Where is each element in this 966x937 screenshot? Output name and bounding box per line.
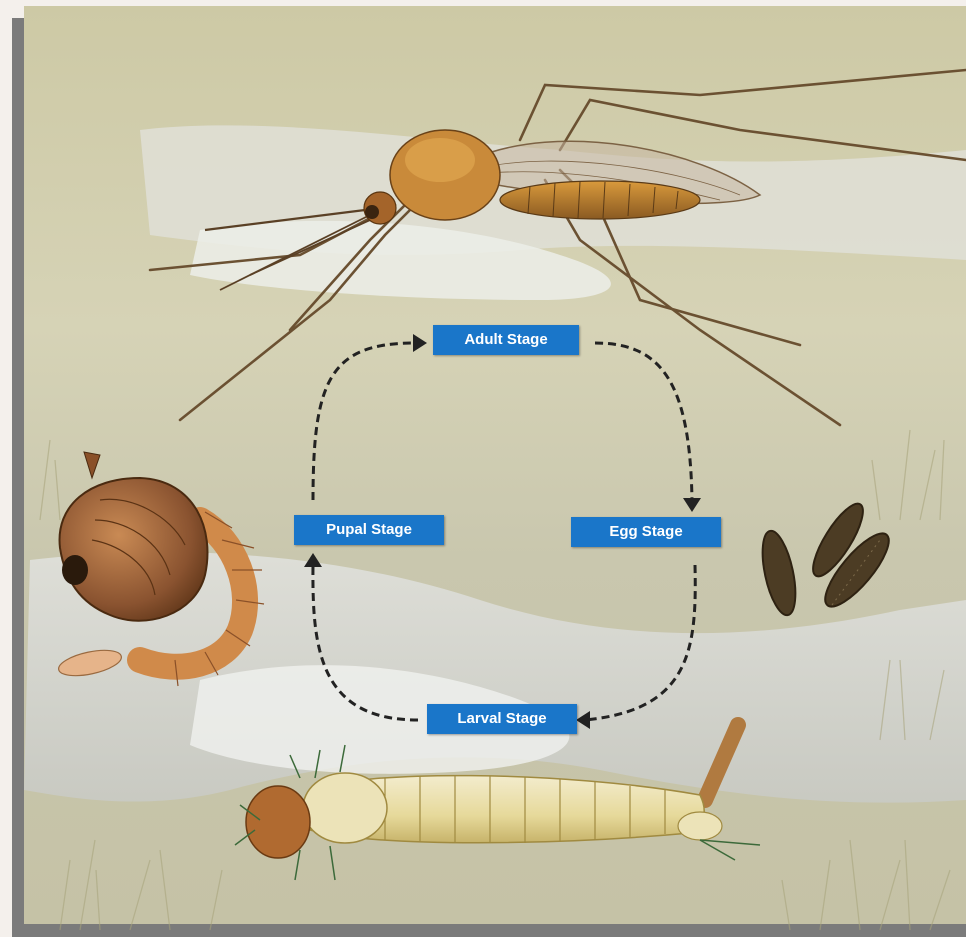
stage-label-larval: Larval Stage [427,704,577,734]
stage-label-adult: Adult Stage [433,325,579,355]
stage-label-egg: Egg Stage [571,517,721,547]
stage-label-pupal: Pupal Stage [294,515,444,545]
